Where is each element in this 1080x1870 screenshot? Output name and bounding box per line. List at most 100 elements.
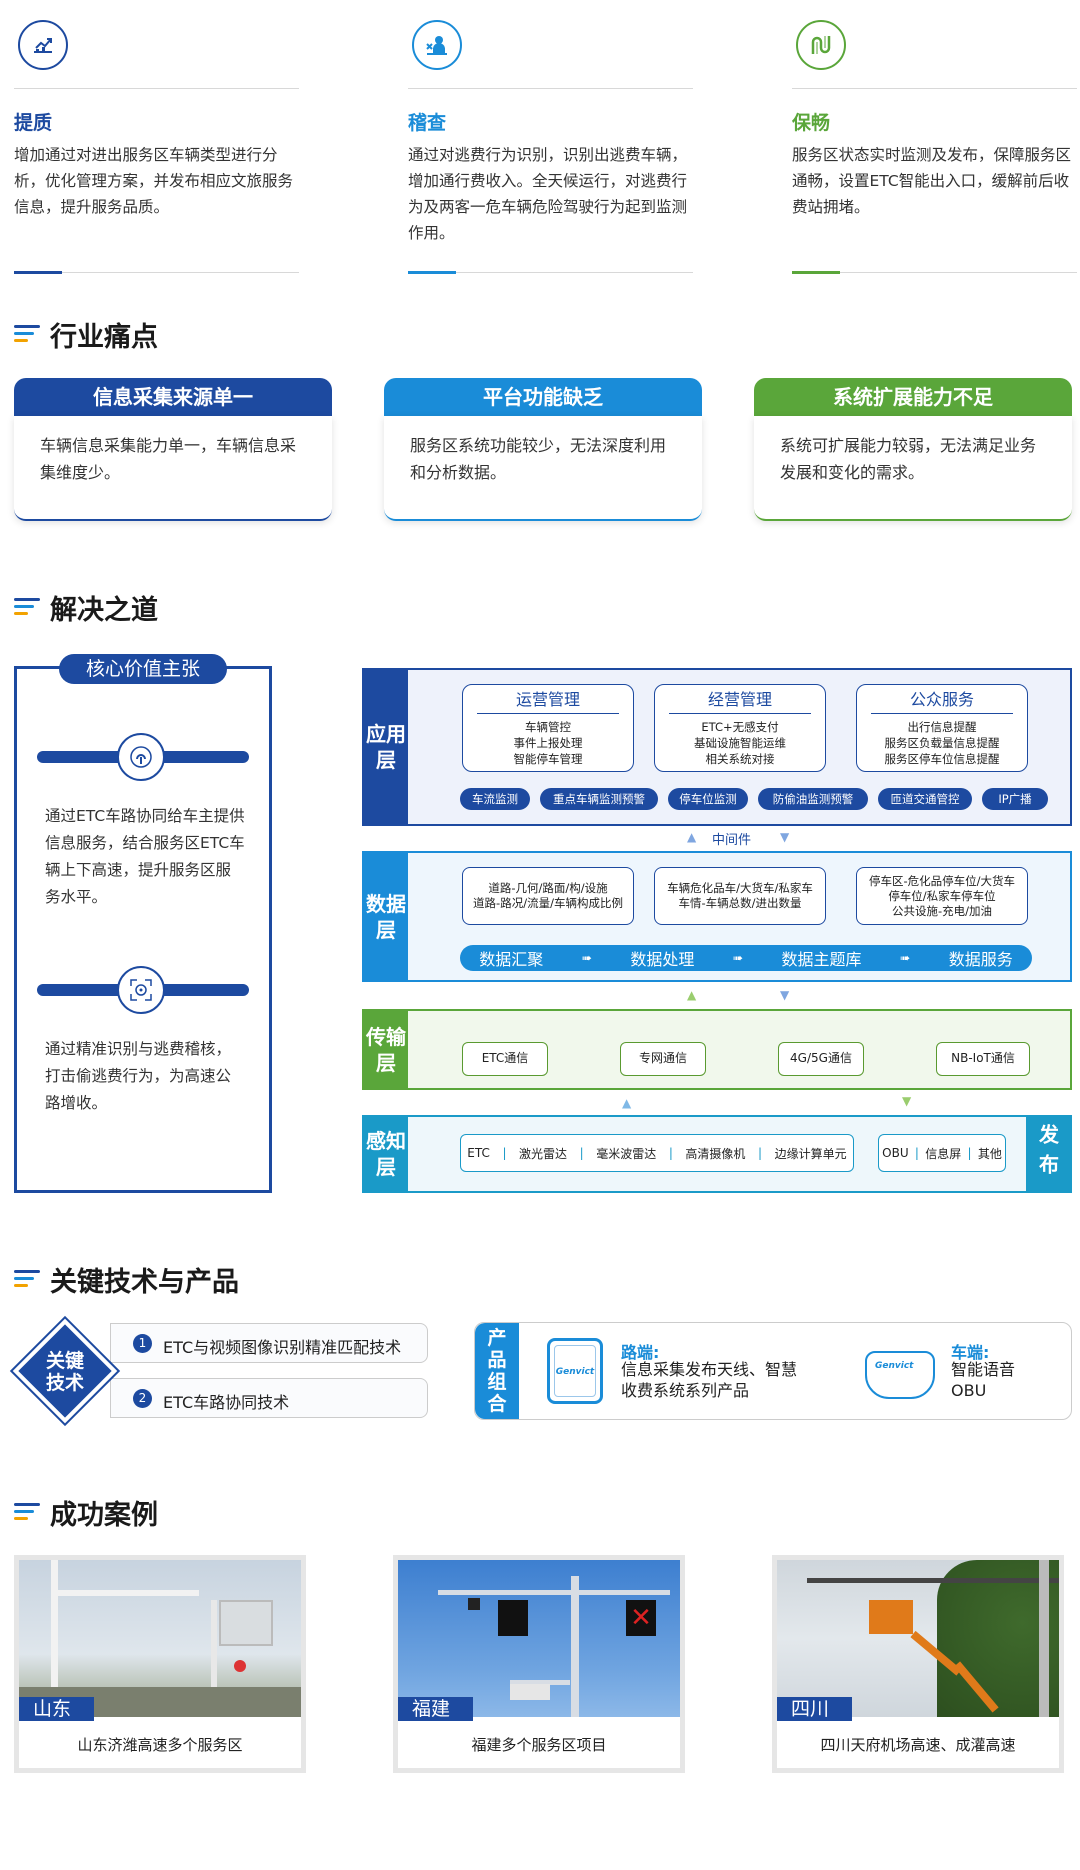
product-panel: 产品组合 Genvict 路端: 信息采集发布天线、智慧收费系统系列产品 Gen… — [474, 1322, 1072, 1420]
tech-badge: 关键技术 — [45, 1350, 84, 1394]
tech-num: 1 — [133, 1334, 152, 1353]
sensor-item: 激光雷达 — [519, 1146, 568, 1161]
module-line: 相关系统对接 — [705, 752, 775, 766]
pain-desc: 服务区系统功能较少，无法深度利用和分析数据。 — [384, 416, 702, 521]
pain-desc: 系统可扩展能力较弱，无法满足业务发展和变化的需求。 — [754, 416, 1072, 521]
obu-device-icon: Genvict — [865, 1351, 935, 1399]
sensor-group: ETC| 激光雷达| 毫米波雷达| 高清摄像机| 边缘计算单元 — [460, 1134, 854, 1172]
transport-box: 专网通信 — [620, 1042, 706, 1076]
case-region-tag: 四川 — [777, 1697, 852, 1721]
case-photo — [777, 1560, 1059, 1717]
road-desc: 信息采集发布天线、智慧收费系统系列产品 — [621, 1360, 798, 1400]
module-box: 公众服务 出行信息提醒 服务区负载量信息提醒 服务区停车位信息提醒 — [856, 684, 1028, 772]
flow-step: 数据汇聚 — [479, 950, 544, 969]
section-title: 行业痛点 — [50, 321, 158, 353]
function-pill: 车流监测 — [460, 788, 530, 810]
layer-label: 感知层 — [364, 1117, 408, 1191]
publish-item: OBU — [882, 1146, 909, 1160]
arrow-right-icon: ➠ — [732, 951, 744, 965]
case-region-tag: 山东 — [19, 1697, 94, 1721]
module-title: 经营管理 — [669, 687, 811, 714]
sensor-item: 边缘计算单元 — [774, 1146, 847, 1161]
arrow-right-icon: ➠ — [581, 951, 592, 965]
data-flow-bar: 数据汇聚 ➠ 数据处理 ➠ 数据主题库 ➠ 数据服务 — [460, 945, 1032, 971]
section-marker-icon — [14, 595, 40, 619]
case-region-tag: 福建 — [398, 1697, 473, 1721]
data-line: 停车区-危化品停车位/大货车 — [868, 873, 1016, 888]
car-desc: 智能语音OBU — [951, 1360, 1016, 1400]
publish-label: 发布 — [1026, 1117, 1070, 1191]
data-line: 道路-几何/路面/构/设施 — [488, 881, 608, 895]
transport-box: 4G/5G通信 — [778, 1042, 864, 1076]
section-title: 关键技术与产品 — [50, 1266, 239, 1298]
transport-layer: 传输层 ETC通信 专网通信 4G/5G通信 NB-IoT通信 — [362, 1009, 1072, 1090]
middleware-label: 中间件 — [712, 833, 752, 848]
arrow-up-icon: ▲ — [687, 830, 697, 844]
arrow-down-icon: ▼ — [780, 830, 790, 844]
transport-box: ETC通信 — [462, 1042, 548, 1076]
function-pill: 匝道交通管控 — [878, 788, 972, 810]
module-line: 车辆管控 — [525, 720, 571, 734]
publish-item: 其他 — [977, 1146, 1002, 1161]
tech-item: 1 ETC与视频图像识别精准匹配技术 — [110, 1323, 428, 1363]
section-header-cases: 成功案例 — [14, 1492, 158, 1532]
section-title: 成功案例 — [50, 1499, 158, 1531]
module-line: 智能停车管理 — [513, 752, 583, 766]
road-title: 路端: — [621, 1343, 660, 1362]
case-card: ✕ 福建 福建多个服务区项目 — [393, 1555, 685, 1773]
data-line: 道路-路况/流量/车辆构成比例 — [473, 896, 623, 910]
layer-label: 应用层 — [364, 670, 408, 824]
function-pill: 防偷油监测预警 — [758, 788, 868, 810]
module-box: 经营管理 ETC+无感支付 基础设施智能运维 相关系统对接 — [654, 684, 826, 772]
case-caption: 四川天府机场高速、成灌高速 — [820, 1736, 1016, 1754]
arrow-down-icon: ▼ — [780, 988, 790, 1002]
feature-smooth: 保畅 服务区状态实时监测及发布，保障服务区通畅，设置ETC智能出入口，缓解前后收… — [792, 0, 1080, 275]
section-title: 解决之道 — [50, 594, 158, 626]
pain-title: 平台功能缺乏 — [384, 378, 702, 416]
data-box: 道路-几何/路面/构/设施 道路-路况/流量/车辆构成比例 — [462, 867, 634, 925]
module-line: ETC+无感支付 — [701, 720, 779, 734]
scan-target-icon — [117, 966, 165, 1014]
section-marker-icon — [14, 1267, 40, 1291]
growth-chart-icon — [18, 20, 68, 70]
section-marker-icon — [14, 322, 40, 346]
feature-title: 提质 — [14, 112, 53, 134]
inspector-icon — [412, 20, 462, 70]
data-box: 车辆危化品车/大货车/私家车 车情-车辆总数/进出数量 — [654, 867, 826, 925]
function-pill: 重点车辆监测预警 — [540, 788, 658, 810]
data-line: 公共设施-充电/加油 — [891, 903, 993, 918]
section-header-pain: 行业痛点 — [14, 314, 158, 354]
signal-tower-icon — [117, 733, 165, 781]
module-line: 基础设施智能运维 — [694, 736, 786, 750]
sensor-item: ETC — [467, 1146, 490, 1160]
tech-text: ETC与视频图像识别精准匹配技术 — [163, 1338, 402, 1357]
app-layer: 应用层 运营管理 车辆管控 事件上报处理 智能停车管理 经营管理 ETC+无感支… — [362, 668, 1072, 826]
device-brand: Genvict — [875, 1361, 914, 1371]
tech-num: 2 — [133, 1389, 152, 1408]
sensor-item: 高清摄像机 — [685, 1146, 746, 1161]
publish-group: OBU| 信息屏| 其他 — [878, 1134, 1006, 1172]
sense-layer: 感知层 ETC| 激光雷达| 毫米波雷达| 高清摄像机| 边缘计算单元 OBU|… — [362, 1115, 1072, 1193]
case-card: 山东 山东济潍高速多个服务区 — [14, 1555, 306, 1773]
antenna-device-icon: Genvict — [547, 1338, 603, 1404]
section-marker-icon — [14, 1500, 40, 1524]
tech-item: 2 ETC车路协同技术 — [110, 1378, 428, 1418]
layer-label: 传输层 — [364, 1011, 408, 1088]
data-layer: 数据层 道路-几何/路面/构/设施 道路-路况/流量/车辆构成比例 车辆危化品车… — [362, 851, 1072, 982]
core-text: 通过精准识别与逃费稽核，打击偷逃费行为，为高速公路增收。 — [45, 1040, 232, 1112]
case-card: 四川 四川天府机场高速、成灌高速 — [772, 1555, 1064, 1773]
case-caption: 山东济潍高速多个服务区 — [77, 1736, 243, 1754]
feature-desc: 通过对逃费行为识别，识别出逃费车辆，增加通行费收入。全天候运行，对逃费行为及两客… — [408, 146, 688, 242]
publish-item: 信息屏 — [925, 1146, 962, 1161]
car-title: 车端: — [951, 1343, 990, 1362]
case-photo: ✕ — [398, 1560, 680, 1717]
feature-desc: 服务区状态实时监测及发布，保障服务区通畅，设置ETC智能出入口，缓解前后收费站拥… — [792, 146, 1072, 216]
module-box: 运营管理 车辆管控 事件上报处理 智能停车管理 — [462, 684, 634, 772]
section-header-tech: 关键技术与产品 — [14, 1259, 239, 1299]
arrow-up-icon: ▲ — [622, 1096, 632, 1110]
function-pill: IP广播 — [982, 788, 1048, 810]
flow-step: 数据服务 — [948, 950, 1013, 969]
pain-desc: 车辆信息采集能力单一，车辆信息采集维度少。 — [14, 416, 332, 521]
flow-step: 数据处理 — [630, 950, 695, 969]
data-line: 车情-车辆总数/进出数量 — [678, 896, 802, 910]
